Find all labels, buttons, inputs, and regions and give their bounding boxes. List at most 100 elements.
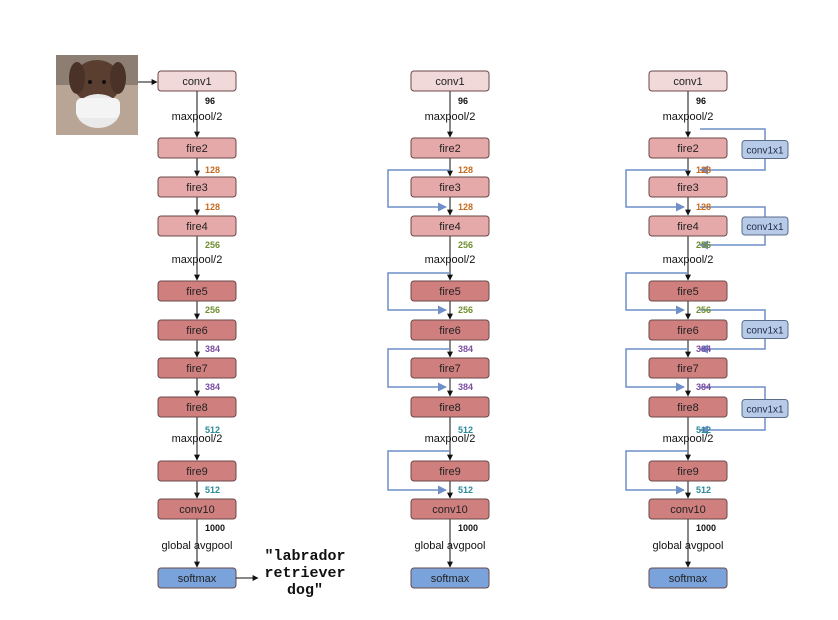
output-prediction-line: retriever <box>264 565 345 582</box>
channel-count: 256 <box>696 305 711 315</box>
maxpool-label: maxpool/2 <box>663 111 714 123</box>
conv1x1-box <box>741 399 789 418</box>
layer-box-fire7 <box>157 357 237 379</box>
channel-count: 1000 <box>205 523 225 533</box>
layer-box-fire4 <box>157 215 237 237</box>
channel-count: 384 <box>696 382 711 392</box>
channel-count: 384 <box>458 344 473 354</box>
channel-count: 128 <box>458 165 473 175</box>
layer-box-fire6 <box>648 319 728 341</box>
bypass-loop-fire5 <box>387 272 450 315</box>
layer-box-conv1 <box>648 70 728 92</box>
layer-box-fire4 <box>410 215 490 237</box>
layer-label-fire2: fire2 <box>677 143 698 155</box>
channel-count: 128 <box>205 202 220 212</box>
bypass-loop-fire7 <box>387 348 450 392</box>
layer-box-fire9 <box>157 460 237 482</box>
layer-box-conv10 <box>157 498 237 520</box>
bypass-loop-fire5 <box>625 272 688 315</box>
maxpool-label: maxpool/2 <box>172 111 223 123</box>
global-avgpool-label: global avgpool <box>162 540 233 552</box>
layer-label-fire8: fire8 <box>439 402 460 414</box>
layer-label-softmax: softmax <box>431 573 470 585</box>
maxpool-label: maxpool/2 <box>172 433 223 445</box>
layer-label-fire9: fire9 <box>677 466 698 478</box>
channel-count: 1000 <box>458 523 478 533</box>
channel-count: 512 <box>205 425 220 435</box>
maxpool-label: maxpool/2 <box>425 111 476 123</box>
conv1x1-label: conv1x1 <box>746 146 784 157</box>
channel-count: 512 <box>696 485 711 495</box>
layer-label-fire4: fire4 <box>186 221 207 233</box>
output-prediction-line: dog" <box>287 582 323 599</box>
conv1x1-box <box>741 216 789 236</box>
maxpool-label: maxpool/2 <box>663 254 714 266</box>
layer-label-fire7: fire7 <box>677 363 698 375</box>
layer-label-conv1: conv1 <box>435 76 464 88</box>
layer-box-fire8 <box>157 396 237 418</box>
layer-box-conv10 <box>648 498 728 520</box>
layer-box-fire2 <box>410 137 490 159</box>
layer-label-conv10: conv10 <box>432 504 467 516</box>
layer-box-fire3 <box>410 176 490 198</box>
channel-count: 384 <box>458 382 473 392</box>
layer-box-fire6 <box>157 319 237 341</box>
global-avgpool-label: global avgpool <box>653 540 724 552</box>
layer-label-fire5: fire5 <box>186 286 207 298</box>
layer-box-softmax <box>410 567 490 589</box>
layer-label-fire5: fire5 <box>439 286 460 298</box>
maxpool-label: maxpool/2 <box>425 254 476 266</box>
channel-count: 96 <box>696 96 706 106</box>
conv1x1-label: conv1x1 <box>746 405 784 416</box>
global-avgpool-label: global avgpool <box>415 540 486 552</box>
channel-count: 256 <box>205 305 220 315</box>
layer-label-fire7: fire7 <box>186 363 207 375</box>
layer-label-conv10: conv10 <box>179 504 214 516</box>
channel-count: 384 <box>696 344 711 354</box>
conv1x1-label: conv1x1 <box>746 222 784 233</box>
channel-count: 384 <box>205 382 220 392</box>
layer-box-fire8 <box>648 396 728 418</box>
layer-label-fire5: fire5 <box>677 286 698 298</box>
layer-box-fire9 <box>648 460 728 482</box>
maxpool-label: maxpool/2 <box>425 433 476 445</box>
channel-count: 128 <box>205 165 220 175</box>
conv1x1-box <box>741 140 789 159</box>
layer-label-fire2: fire2 <box>186 143 207 155</box>
layer-box-conv1 <box>410 70 490 92</box>
bypass-loop-fire3 <box>387 169 450 212</box>
layer-box-fire3 <box>648 176 728 198</box>
layer-box-fire6 <box>410 319 490 341</box>
layer-box-fire5 <box>157 280 237 302</box>
channel-count: 96 <box>458 96 468 106</box>
bypass-loop-fire9 <box>387 450 450 495</box>
layer-label-fire3: fire3 <box>186 182 207 194</box>
layer-label-fire6: fire6 <box>186 325 207 337</box>
channel-count: 512 <box>205 485 220 495</box>
layer-label-fire4: fire4 <box>677 221 698 233</box>
layer-label-fire3: fire3 <box>439 182 460 194</box>
maxpool-label: maxpool/2 <box>172 254 223 266</box>
channel-count: 128 <box>696 202 711 212</box>
layer-label-fire7: fire7 <box>439 363 460 375</box>
layer-box-fire2 <box>157 137 237 159</box>
channel-count: 512 <box>458 485 473 495</box>
layer-box-fire5 <box>410 280 490 302</box>
bypass-loop-fire3 <box>625 169 688 212</box>
network-column-2 <box>387 70 490 589</box>
channel-count: 512 <box>696 425 711 435</box>
layer-box-fire9 <box>410 460 490 482</box>
layer-box-fire4 <box>648 215 728 237</box>
channel-count: 256 <box>458 305 473 315</box>
channel-count: 384 <box>205 344 220 354</box>
maxpool-label: maxpool/2 <box>663 433 714 445</box>
layer-box-conv10 <box>410 498 490 520</box>
bypass-loop-fire7 <box>625 348 688 392</box>
layer-box-fire5 <box>648 280 728 302</box>
layer-label-softmax: softmax <box>669 573 708 585</box>
layer-box-fire8 <box>410 396 490 418</box>
layer-label-softmax: softmax <box>178 573 217 585</box>
channel-count: 512 <box>458 425 473 435</box>
layer-label-fire9: fire9 <box>186 466 207 478</box>
